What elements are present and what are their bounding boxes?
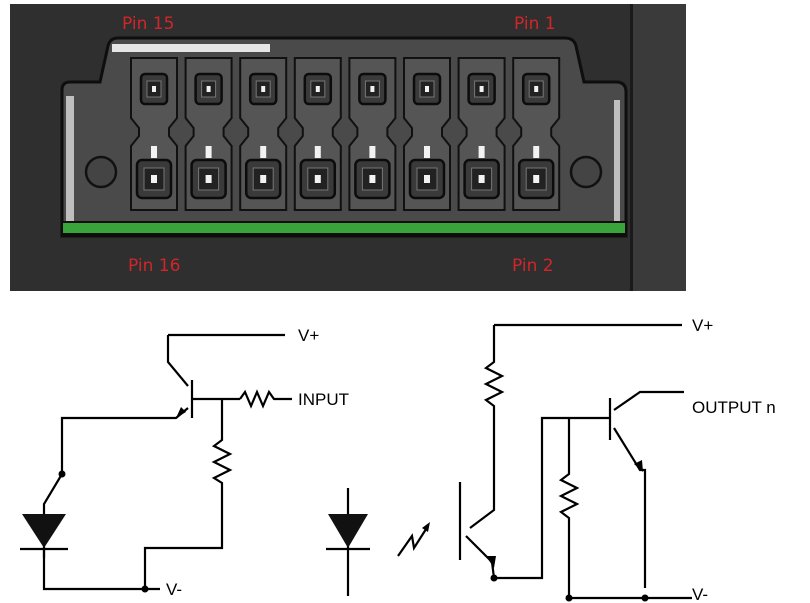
pin-1-label: Pin 1 (514, 14, 556, 34)
pin-cell (239, 57, 288, 211)
output-label: OUTPUT n (692, 398, 776, 417)
pin-15-label: Pin 15 (122, 14, 174, 34)
input-circuit (20, 333, 292, 593)
pin-cell (348, 57, 397, 211)
input-vminus-label: V- (166, 580, 182, 599)
input-label: INPUT (298, 390, 349, 409)
led-diode-right (326, 488, 370, 596)
pin-cell (184, 57, 233, 211)
pin-cell (130, 57, 178, 211)
pin-cell (512, 57, 561, 211)
pin-cell (293, 57, 342, 211)
photo-arrow (397, 522, 430, 557)
connector-panel (10, 4, 686, 291)
pin-cell (403, 57, 451, 211)
input-vplus-label: V+ (298, 326, 319, 345)
mount-hole-right (569, 155, 603, 189)
pin-2-label: Pin 2 (512, 256, 554, 276)
pin-16-label: Pin 16 (128, 256, 180, 276)
pin-cell (457, 57, 506, 211)
mount-hole-left (84, 155, 118, 189)
output-vminus-label: V- (692, 585, 708, 603)
output-vplus-label: V+ (692, 316, 713, 335)
led-diode-left (20, 514, 68, 558)
output-circuit (326, 323, 692, 602)
